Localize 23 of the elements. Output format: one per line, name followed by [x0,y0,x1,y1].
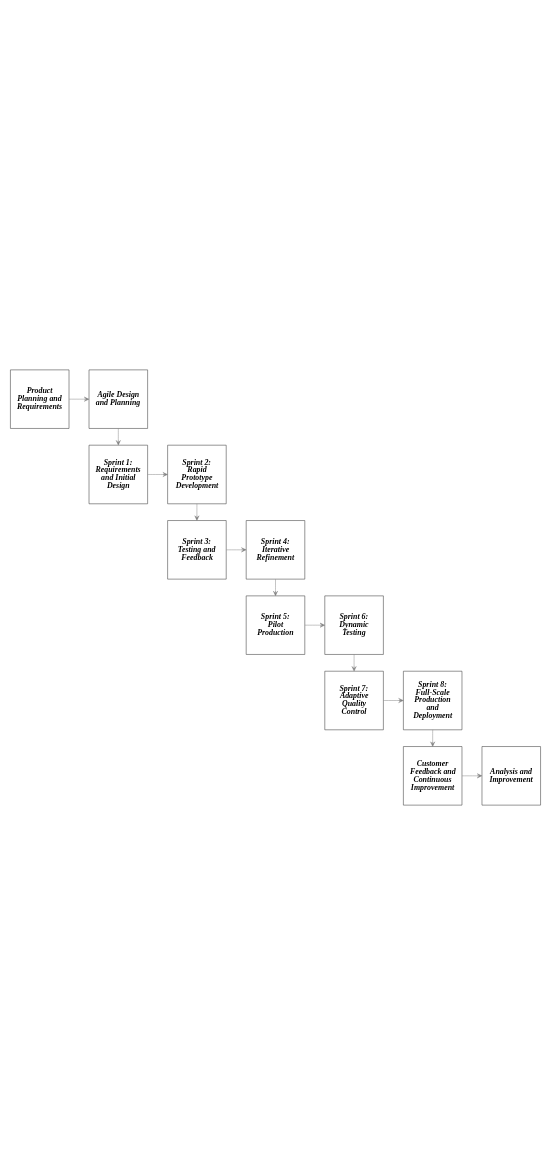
node-box: Sprint 3: Testing and Feedback [167,519,227,579]
arrow [226,547,247,552]
arrow [351,653,357,671]
node-box: Sprint 7: Adaptive Quality Control [324,670,384,730]
arrow [304,622,325,627]
arrow [147,471,168,477]
arrow [461,773,483,778]
node-box: Analysis and Improvement [481,745,541,805]
arrow [116,427,121,445]
arrow [194,503,200,521]
arrow [68,396,90,401]
node-box: Customer Feedback and Continuous Improvement [403,745,463,805]
node-box: Sprint 1: Requirements and Initial Design [88,444,148,504]
node-box: Sprint 6: Dynamic Testing [324,595,384,655]
arrow [430,729,435,747]
node-box: Product Planning and Requirements [10,369,70,429]
node-box: Sprint 4: Iterative Refinement [245,519,306,579]
arrow [383,697,404,703]
node-box: Sprint 2: Rapid Prototype Development [167,444,227,504]
node-box: Agile Design and Planning [88,369,148,429]
node-box: Sprint 8: Full-Scale Production and Deployment [403,670,463,730]
arrow [273,578,278,596]
node-box: Sprint 5: Pilot Production [245,595,306,655]
